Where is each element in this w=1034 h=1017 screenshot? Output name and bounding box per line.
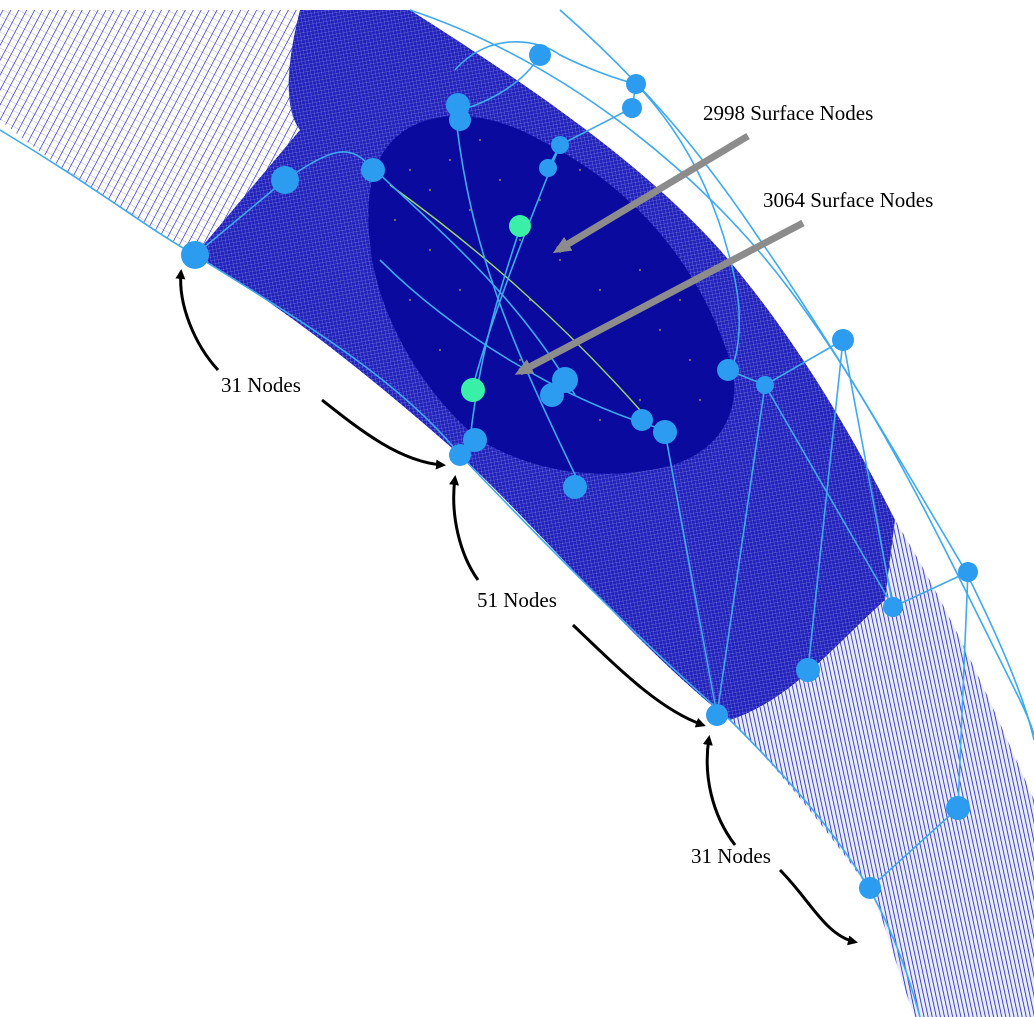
highlight-node [461, 378, 485, 402]
vertex-node [946, 796, 970, 820]
vertex-node [626, 74, 646, 94]
vertex-node [756, 376, 774, 394]
right-arc-curve [635, 83, 741, 371]
vertex-node [622, 98, 642, 118]
patch-internal-curves [374, 109, 666, 486]
top-arc-curve [454, 41, 637, 85]
outer-arc-curve [559, 9, 1034, 741]
vertex-node [449, 109, 471, 131]
vertex-node [631, 409, 653, 431]
vertex-node [653, 420, 677, 444]
label-lower-edge-nodes: 31 Nodes [691, 844, 771, 868]
vertex-node [717, 359, 739, 381]
label-3064-surface-nodes: 3064 Surface Nodes [763, 188, 933, 212]
vertex-node [563, 475, 587, 499]
vertex-node [539, 159, 557, 177]
highlight-node [509, 215, 531, 237]
vertex-node [883, 597, 903, 617]
vertex-node [540, 383, 564, 407]
annotation-labels: 2998 Surface Nodes 3064 Surface Nodes 31… [221, 101, 933, 868]
vertex-node [361, 158, 385, 182]
vertex-node [551, 136, 569, 154]
bracket-arrow-lower-start [702, 735, 737, 846]
vertex-node [706, 704, 728, 726]
highlight-nodes [461, 215, 531, 402]
vertex-node [181, 241, 209, 269]
upper-left-quad-region [0, 10, 300, 255]
vertex-node [859, 877, 881, 899]
label-upper-edge-nodes: 31 Nodes [221, 373, 301, 397]
callout-arrows [514, 132, 805, 376]
label-middle-edge-nodes: 51 Nodes [477, 588, 557, 612]
surface-patch [368, 109, 735, 486]
bracket-arrow-middle-start [449, 475, 480, 581]
callout-arrow-3064 [514, 219, 805, 376]
vertex-node [449, 444, 471, 466]
patch-ellipse [368, 116, 735, 474]
bracket-arrow-upper-end [321, 398, 446, 470]
callout-arrow-2998 [552, 132, 750, 254]
vertex-node [796, 658, 820, 682]
label-2998-surface-nodes: 2998 Surface Nodes [703, 101, 873, 125]
bracket-arrow-upper-start [175, 269, 220, 372]
vertex-node [271, 166, 299, 194]
vertex-node [958, 562, 978, 582]
bracket-arrow-lower-end [778, 868, 858, 946]
edge-count-brackets [175, 269, 858, 946]
vertex-node [463, 428, 487, 452]
vertex-nodes [181, 44, 978, 899]
vertex-node [832, 329, 854, 351]
lower-right-quad-region [730, 520, 1034, 1017]
bracket-arrow-middle-end [571, 623, 706, 728]
vertex-node [529, 44, 551, 66]
